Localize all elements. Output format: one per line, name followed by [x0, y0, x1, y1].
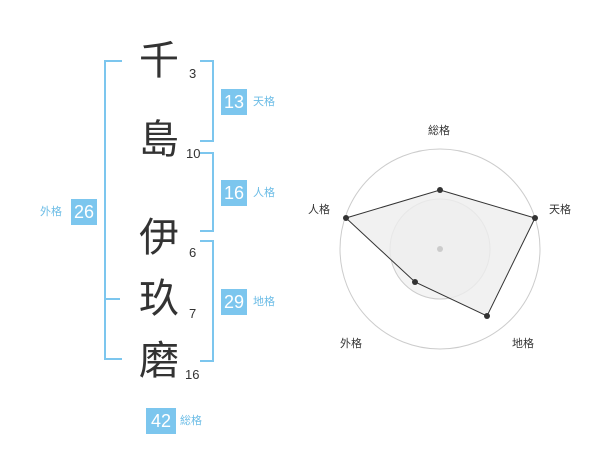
- gaikaku-bracket: [104, 60, 122, 360]
- radar-axis-label-jinkaku: 人格: [308, 203, 330, 216]
- radar-axis-label-soukaku: 総格: [428, 124, 450, 137]
- gaikaku-split-tick: [104, 298, 120, 300]
- tenkaku-score: 13: [221, 89, 247, 115]
- radar-point-chikaku: [484, 313, 490, 319]
- radar-center-dot: [437, 246, 443, 252]
- radar-polygon: [345, 189, 536, 317]
- jinkaku-label: 人格: [253, 186, 275, 199]
- jinkaku-score: 16: [221, 180, 247, 206]
- stroke-count-3: 6: [189, 245, 197, 260]
- gaikaku-label: 外格: [40, 205, 62, 218]
- tenkaku-label: 天格: [253, 95, 275, 108]
- jinkaku-bracket: [200, 152, 214, 232]
- radar-point-gaikaku: [412, 279, 418, 285]
- name-char-5: 磨: [139, 338, 179, 384]
- radar-point-jinkaku: [343, 215, 349, 221]
- name-char-4: 玖: [139, 276, 179, 322]
- radar-point-tenkaku: [532, 215, 538, 221]
- name-char-3: 伊: [139, 215, 179, 261]
- radar-axis-label-chikaku: 地格: [512, 337, 534, 350]
- stroke-count-5: 16: [185, 367, 200, 382]
- name-char-1: 千: [139, 38, 179, 84]
- stroke-count-4: 7: [189, 306, 197, 321]
- soukaku-score: 42: [146, 408, 176, 434]
- chikaku-label: 地格: [253, 295, 275, 308]
- stroke-count-1: 3: [189, 66, 197, 81]
- chikaku-bracket: [200, 240, 214, 362]
- stroke-count-2: 10: [186, 146, 201, 161]
- chikaku-score: 29: [221, 289, 247, 315]
- radar-axis-label-tenkaku: 天格: [549, 203, 571, 216]
- tenkaku-bracket: [200, 60, 214, 142]
- soukaku-label: 総格: [180, 414, 202, 427]
- radar-points: [343, 187, 538, 319]
- gaikaku-score: 26: [71, 199, 97, 225]
- radar-axis-label-gaikaku: 外格: [340, 337, 362, 350]
- radar-point-soukaku: [437, 187, 443, 193]
- name-char-2: 島: [139, 117, 179, 163]
